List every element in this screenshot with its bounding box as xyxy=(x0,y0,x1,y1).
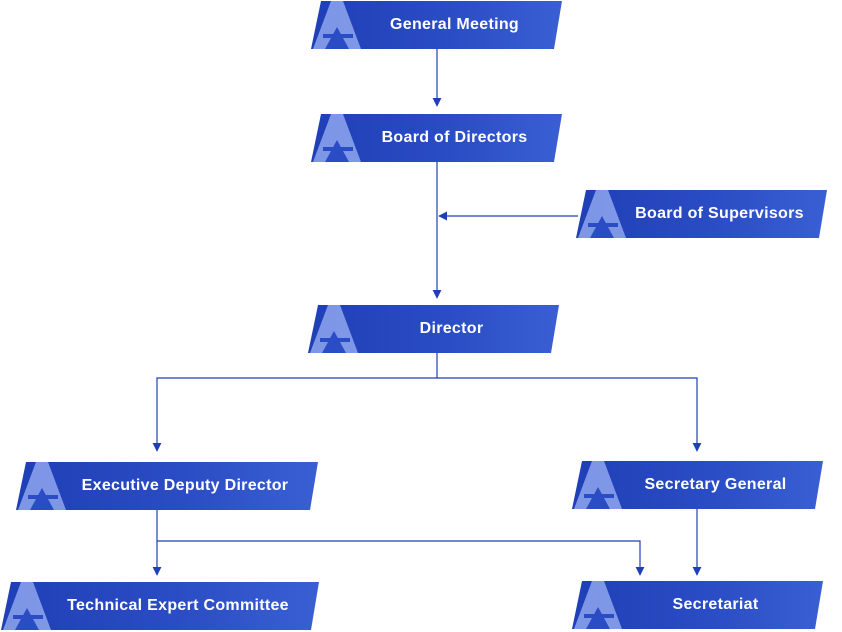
node-label: Secretariat xyxy=(672,596,759,613)
node-label: Executive Deputy Director xyxy=(81,477,289,494)
node-label: Director xyxy=(419,320,484,337)
node-label: Secretary General xyxy=(644,476,787,493)
connector-deputy-to-secretariat xyxy=(157,540,645,576)
node-secretary-general: Secretary General xyxy=(572,461,823,509)
stylized-a-logo-icon xyxy=(572,461,632,509)
node-director: Director xyxy=(308,305,559,353)
stylized-a-logo-icon xyxy=(1,582,61,630)
stylized-a-logo-icon xyxy=(572,581,632,629)
node-general-meeting: General Meeting xyxy=(311,1,562,49)
stylized-a-logo-icon xyxy=(16,462,76,510)
node-label: General Meeting xyxy=(390,16,519,33)
stylized-a-logo-icon xyxy=(308,305,368,353)
connector-director-to-secretary xyxy=(437,377,702,452)
stylized-a-logo-icon xyxy=(311,114,371,162)
connector-director-split xyxy=(152,352,438,452)
node-label: Technical Expert Committee xyxy=(67,597,289,614)
node-executive-deputy-director: Executive Deputy Director xyxy=(16,462,318,510)
node-secretariat: Secretariat xyxy=(572,581,823,629)
stylized-a-logo-icon xyxy=(576,190,636,238)
node-technical-expert-committee: Technical Expert Committee xyxy=(1,582,319,630)
stylized-a-logo-icon xyxy=(311,1,371,49)
node-board-of-directors: Board of Directors xyxy=(311,114,562,162)
node-board-of-supervisors: Board of Supervisors xyxy=(576,190,827,238)
node-label: Board of Directors xyxy=(381,129,528,146)
node-label: Board of Supervisors xyxy=(635,205,804,222)
